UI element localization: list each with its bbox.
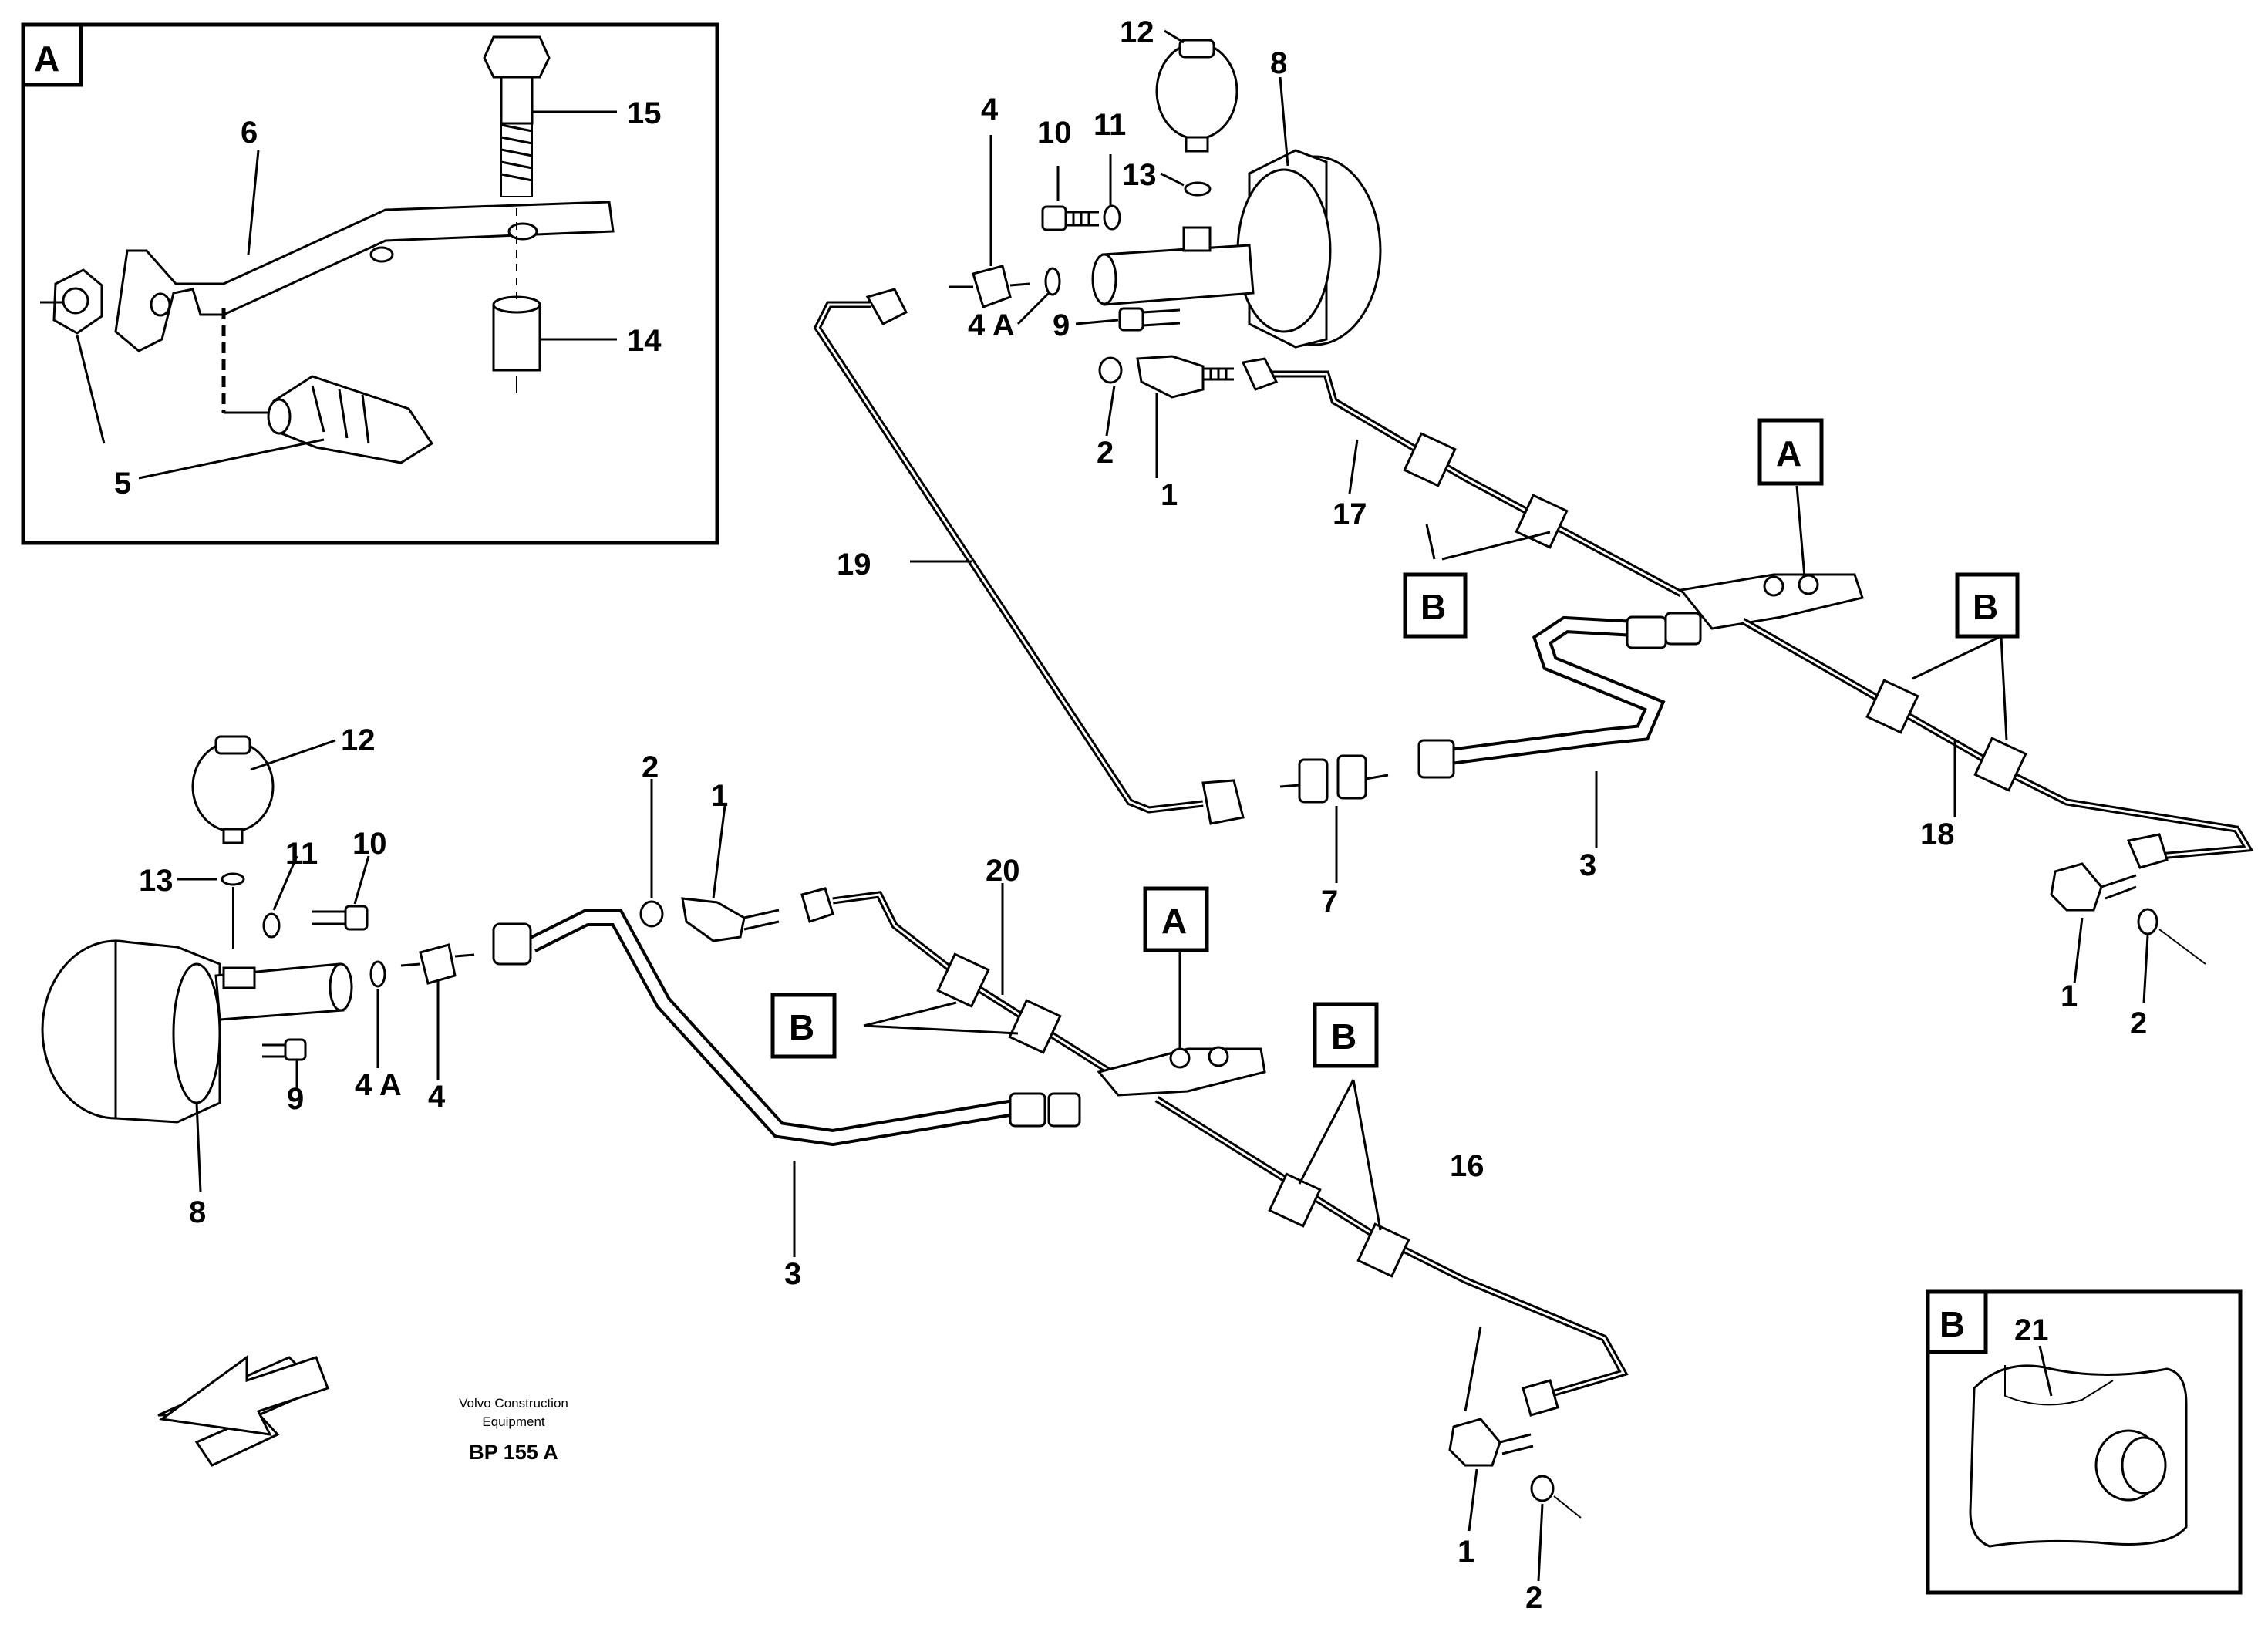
footer-reference: BP 155 A xyxy=(469,1441,558,1464)
lower-part-13: 13 xyxy=(139,864,174,898)
lower-part-4: 4 xyxy=(428,1080,446,1114)
inset-a-frame: A xyxy=(21,22,719,545)
upper-part-4a: 4 A xyxy=(968,308,1015,342)
upper-part-4: 4 xyxy=(981,93,999,126)
upper-part-12: 12 xyxy=(1120,15,1154,49)
lower-assembly-tags: A B B xyxy=(770,886,1379,1068)
inset-b-part-numbers: 21 xyxy=(2014,1313,2049,1347)
upper-part-10: 10 xyxy=(1037,116,1072,150)
lower-part-8: 8 xyxy=(189,1195,206,1229)
inset-a-tag: A xyxy=(34,39,59,79)
lower-tag-a: A xyxy=(1161,901,1187,941)
inset-b-clamp-drawing xyxy=(1969,1345,2188,1548)
direction-arrow-icon xyxy=(157,1355,329,1467)
upper-part-18: 18 xyxy=(1920,818,1955,851)
lower-assembly-part-numbers: 12 13 11 10 2 1 20 4 A 4 9 8 3 16 1 2 xyxy=(139,723,1542,1615)
upper-part-7: 7 xyxy=(1321,885,1338,919)
lower-part-9: 9 xyxy=(287,1082,304,1116)
upper-part-2-end: 2 xyxy=(2130,1006,2147,1040)
inset-b-tag: B xyxy=(1939,1304,1965,1344)
upper-part-3: 3 xyxy=(1579,848,1596,882)
upper-tag-b-1: B xyxy=(1420,587,1446,627)
upper-part-1: 1 xyxy=(1161,478,1178,512)
lower-tag-b-1: B xyxy=(789,1007,814,1047)
upper-assembly-part-numbers: 12 8 4 10 11 13 9 4 A 2 1 17 19 7 3 18 1… xyxy=(837,15,2147,1040)
upper-assembly-tags: A B B xyxy=(1403,418,2020,639)
lower-part-2-end: 2 xyxy=(1525,1581,1542,1615)
lower-tag-b-2: B xyxy=(1331,1016,1356,1057)
inset-a-part-15: 15 xyxy=(627,96,662,130)
lower-part-20: 20 xyxy=(986,854,1020,888)
inset-b-frame: B xyxy=(1926,1289,2243,1595)
inset-b-part-21: 21 xyxy=(2014,1313,2049,1347)
upper-tag-a: A xyxy=(1776,433,1801,474)
lower-part-3: 3 xyxy=(784,1257,801,1291)
footer-line-1: Volvo Construction xyxy=(459,1396,568,1411)
inset-a-part-numbers: 6 15 14 5 xyxy=(114,96,662,501)
upper-part-9: 9 xyxy=(1053,308,1070,342)
lower-part-10: 10 xyxy=(352,827,387,861)
upper-part-2: 2 xyxy=(1097,436,1114,470)
upper-assembly-drawing xyxy=(813,29,2254,1003)
upper-tag-b-2: B xyxy=(1973,587,1998,627)
lower-part-2: 2 xyxy=(642,750,659,784)
inset-a-part-14: 14 xyxy=(627,324,662,358)
upper-part-1-end: 1 xyxy=(2061,979,2078,1013)
lower-part-12: 12 xyxy=(341,723,376,757)
upper-part-17: 17 xyxy=(1333,497,1367,531)
lower-part-1-end: 1 xyxy=(1458,1535,1474,1569)
inset-a-part-5: 5 xyxy=(114,467,131,501)
inset-a-part-6: 6 xyxy=(241,116,258,150)
inset-a-bracket-drawing xyxy=(40,35,617,480)
upper-part-13: 13 xyxy=(1122,158,1157,192)
lower-part-11: 11 xyxy=(285,837,318,871)
upper-part-19: 19 xyxy=(837,548,871,582)
upper-part-11: 11 xyxy=(1094,108,1126,142)
lower-part-4a: 4 A xyxy=(355,1068,402,1102)
lower-part-16: 16 xyxy=(1450,1149,1484,1183)
footer-line-2: Equipment xyxy=(482,1414,545,1429)
footer-credit: Volvo Construction Equipment BP 155 A xyxy=(459,1396,568,1464)
lower-assembly-drawing xyxy=(41,735,1629,1582)
lower-part-1: 1 xyxy=(711,779,728,813)
upper-part-8: 8 xyxy=(1270,46,1287,80)
